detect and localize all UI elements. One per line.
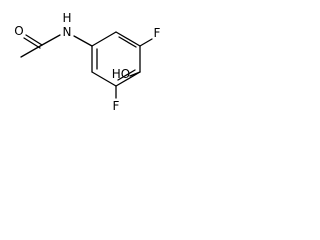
- molecule-diagram: O H N F HO F: [0, 0, 191, 123]
- bond-carbonyl-oxygen-2: [23, 37, 41, 49]
- ring-bond-4: [115, 71, 141, 87]
- bond-nitrogen-ring: [73, 35, 93, 47]
- bond-carbonyl-nitrogen: [41, 34, 61, 46]
- bond-carbonyl-oxygen-1: [25, 34, 43, 46]
- atom-label-fluorine-bottom: F: [113, 99, 120, 113]
- ring-double-bond-a: [118, 36, 137, 48]
- ring-double-bond-b: [117, 69, 136, 81]
- atom-label-fluorine-top: F: [154, 26, 161, 40]
- atom-label-oxygen-carbonyl: O: [14, 24, 23, 38]
- atom-label-hydrogen-amide: H: [62, 11, 71, 25]
- ring-bond-1: [91, 31, 117, 47]
- bond-ring-fluorine-top: [139, 38, 153, 47]
- bond-ring-hydroxyl: [129, 71, 141, 77]
- ring-bond-2: [115, 31, 141, 47]
- ring-bond-5: [91, 71, 117, 87]
- atom-label-hydroxyl: HO: [112, 67, 130, 81]
- atom-label-nitrogen-amide: N: [63, 25, 72, 39]
- structure-drawing: O H N F HO F: [14, 11, 161, 113]
